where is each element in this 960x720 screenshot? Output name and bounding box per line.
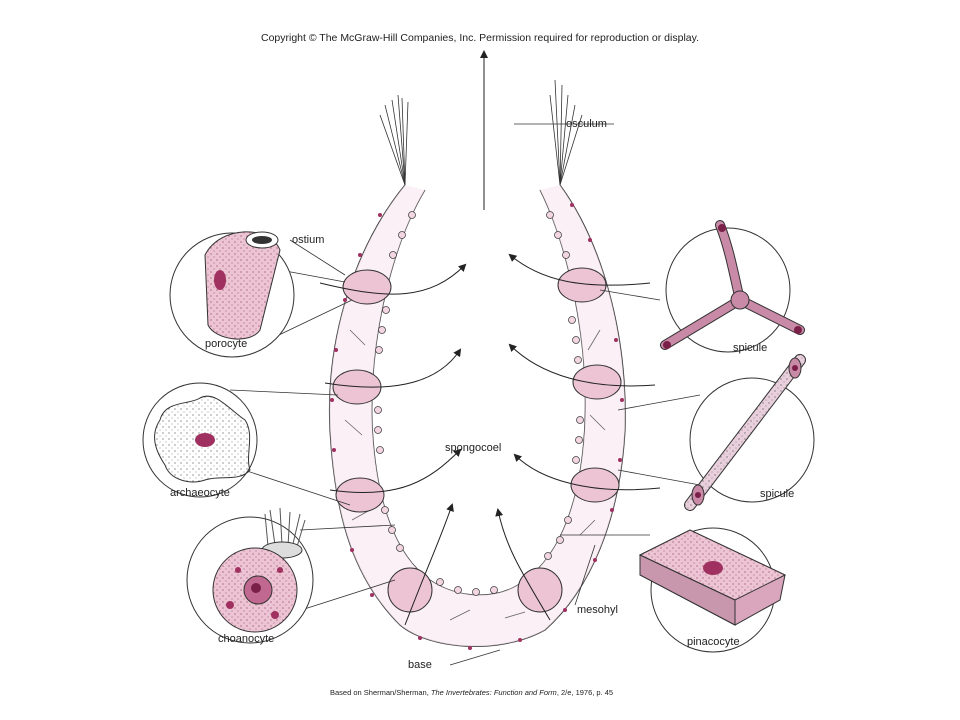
spicule-rod-callout [684,354,815,511]
archaeocyte-callout [142,382,258,498]
label-spicule-2: spicule [760,488,795,500]
source-credit: Based on Sherman/Sherman, The Invertebra… [330,688,613,697]
pinacocyte-callout [638,527,787,653]
credit-suffix: , 2/e, 1976, p. 45 [556,688,614,697]
label-osculum: osculum [566,118,607,130]
label-mesohyl: mesohyl [577,604,618,616]
spicule-triradiate-callout [660,220,805,353]
label-spongocoel: spongocoel [445,442,502,454]
porocyte-callout [169,231,295,358]
water-flow-arrows [319,50,661,626]
wall-porocytes [332,267,622,613]
label-porocyte: porocyte [205,338,248,350]
label-base: base [408,659,432,671]
sponge-body [328,184,626,650]
label-spicule-1: spicule [733,342,768,354]
copyright-notice: Copyright © The McGraw-Hill Companies, I… [260,32,700,44]
label-choanocyte: choanocyte [218,633,275,645]
leader-lines [229,123,701,666]
choanocyte-callout [186,507,314,644]
label-pinacocyte: pinacocyte [687,636,740,648]
label-ostium: ostium [292,234,325,246]
osculum-rim-tufts [379,79,583,186]
credit-title: The Invertebrates: Function and Form [430,688,557,697]
label-archaeocyte: archaeocyte [170,487,230,499]
credit-prefix: Based on Sherman/Sherman, [330,688,431,697]
